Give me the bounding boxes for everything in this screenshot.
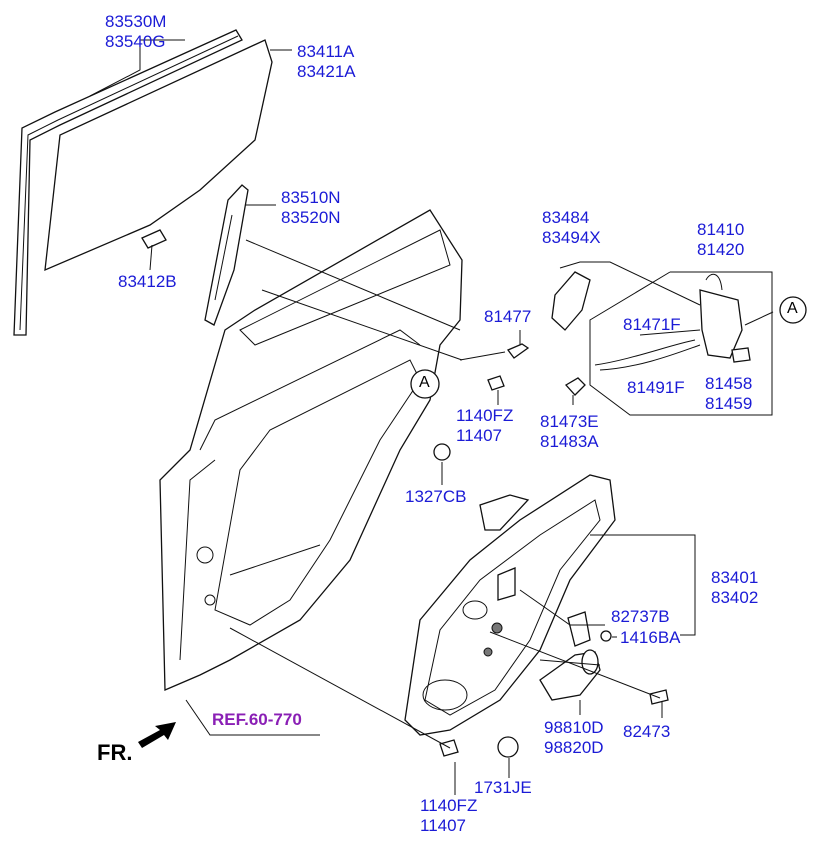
part-number: 83540G bbox=[105, 32, 166, 51]
door-glass-drawing bbox=[44, 39, 273, 272]
label-latch-cover[interactable]: 83484 83494X bbox=[542, 208, 601, 248]
label-bolt-top[interactable]: 81477 bbox=[484, 307, 532, 326]
rear-channel-drawing bbox=[204, 184, 249, 326]
callout-letter-left: A bbox=[419, 374, 430, 391]
label-bolt-lower[interactable]: 82473 bbox=[623, 722, 671, 741]
part-number: 83401 bbox=[711, 568, 759, 587]
part-number: 83510N bbox=[281, 188, 341, 207]
label-plug[interactable]: 1731JE bbox=[474, 778, 532, 797]
label-striker[interactable]: 81458 81459 bbox=[705, 374, 752, 414]
label-screw-mid[interactable]: 1140FZ 11407 bbox=[456, 406, 513, 446]
bracket-drawing bbox=[567, 611, 612, 647]
latch-assembly-drawing bbox=[551, 271, 751, 396]
label-rear-channel[interactable]: 83510N 83520N bbox=[281, 188, 341, 228]
label-glass-holder[interactable]: 83412B bbox=[118, 272, 177, 291]
label-cable-upper[interactable]: 81471F bbox=[623, 315, 681, 334]
part-number: 83411A bbox=[297, 42, 355, 61]
label-nut[interactable]: 1327CB bbox=[405, 487, 467, 506]
door-panel-drawing bbox=[159, 209, 463, 691]
part-number: 98810D bbox=[544, 718, 604, 737]
label-grommet[interactable]: 1416BA bbox=[620, 628, 681, 647]
label-window-motor[interactable]: 98810D 98820D bbox=[544, 718, 604, 758]
label-cable-lower[interactable]: 81491F bbox=[627, 378, 685, 397]
label-door-glass[interactable]: 83411A 83421A bbox=[297, 42, 356, 82]
part-number: 83402 bbox=[711, 588, 759, 607]
label-screw-bottom[interactable]: 1140FZ 11407 bbox=[420, 796, 477, 836]
label-regulator[interactable]: 83401 83402 bbox=[711, 568, 758, 608]
part-number: 81459 bbox=[705, 394, 753, 413]
callout-circle-left bbox=[410, 369, 440, 399]
part-number: 81473E bbox=[540, 412, 599, 431]
leader-lines bbox=[89, 39, 774, 795]
part-number: 83494X bbox=[542, 228, 601, 247]
callout-letter-right: A bbox=[787, 300, 798, 317]
part-number: 83520N bbox=[281, 208, 341, 227]
glass-run-drawing bbox=[13, 29, 243, 336]
part-number: 81420 bbox=[697, 240, 745, 259]
front-direction-label: FR. bbox=[97, 740, 133, 765]
part-number: 1140FZ bbox=[420, 796, 478, 815]
regulator-panel-drawing bbox=[404, 474, 616, 736]
part-number: 98820D bbox=[544, 738, 604, 757]
part-number: 83421A bbox=[297, 62, 356, 81]
glass-holder-drawing bbox=[141, 229, 167, 249]
label-glass-run[interactable]: 83530M 83540G bbox=[105, 12, 166, 52]
part-number: 81410 bbox=[697, 220, 745, 239]
part-number: 83530M bbox=[105, 12, 167, 31]
callout-circle-right bbox=[779, 296, 807, 324]
label-clip[interactable]: 81473E 81483A bbox=[540, 412, 599, 452]
part-number: 81483A bbox=[540, 432, 599, 451]
window-motor-drawing bbox=[539, 649, 601, 701]
label-bracket[interactable]: 82737B bbox=[611, 607, 670, 626]
part-number: 11407 bbox=[420, 816, 467, 835]
label-door-latch[interactable]: 81410 81420 bbox=[697, 220, 744, 260]
part-number: 11407 bbox=[456, 426, 503, 445]
front-arrow-icon bbox=[138, 722, 176, 748]
part-number: 1140FZ bbox=[456, 406, 514, 425]
part-number: 83484 bbox=[542, 208, 590, 227]
part-number: 81458 bbox=[705, 374, 753, 393]
fasteners-drawing bbox=[433, 343, 669, 758]
reference-link[interactable]: REF.60-770 bbox=[212, 710, 302, 729]
